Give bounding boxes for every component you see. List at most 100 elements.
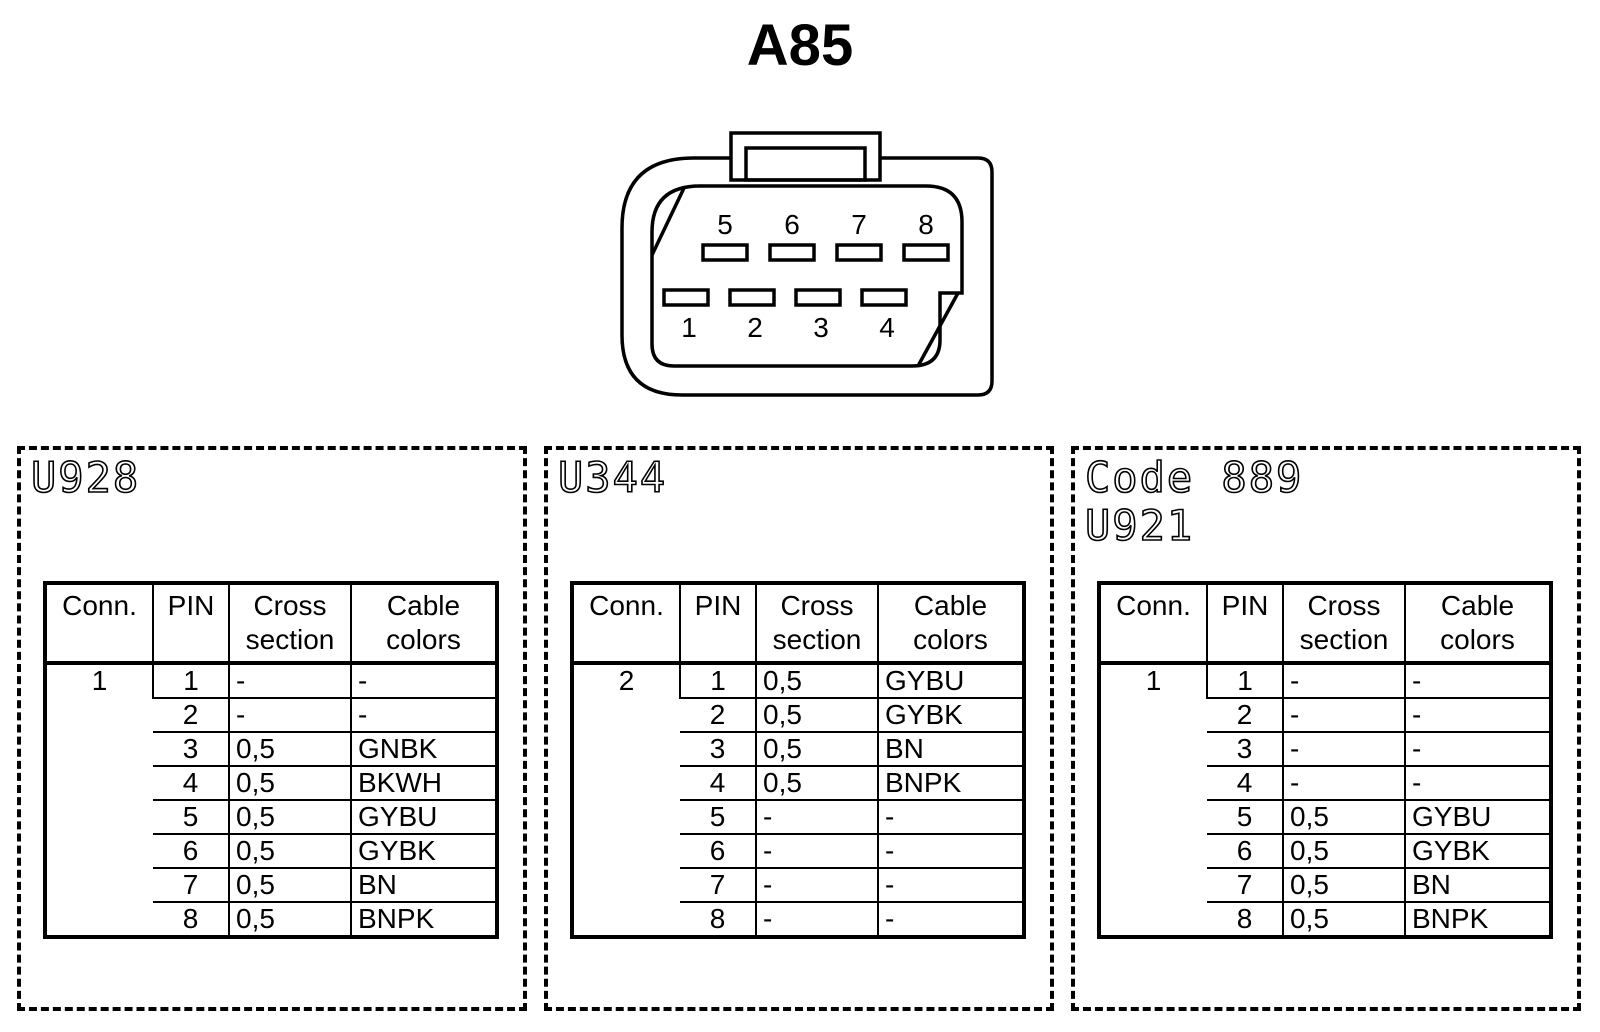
- cable-color-cell: -: [877, 800, 1024, 835]
- cable-color-cell: GYBK: [1404, 834, 1551, 869]
- cable-color-cell: -: [877, 902, 1024, 937]
- pin-cell: 1: [679, 663, 756, 699]
- cable-color-cell: -: [877, 834, 1024, 869]
- cable-color-cell: GYBK: [877, 698, 1024, 733]
- pin-number-7: 7: [851, 209, 867, 240]
- pin-slot-5: [701, 243, 749, 262]
- header-pin: PIN: [152, 583, 229, 665]
- cross-section-cell: -: [1282, 766, 1405, 801]
- pin-cell: 3: [680, 732, 756, 767]
- cross-section-cell: 0,5: [228, 800, 351, 835]
- header-pin: PIN: [1206, 583, 1283, 665]
- pin-number-2: 2: [747, 312, 763, 343]
- cross-section-cell: 0,5: [1282, 868, 1405, 903]
- pin-slot-1: [662, 288, 710, 307]
- table-row: 2--: [45, 698, 497, 733]
- housing-edge: [916, 292, 960, 367]
- cross-section-cell: 0,5: [228, 902, 351, 937]
- cross-section-cell: 0,5: [228, 834, 351, 869]
- cable-color-cell: GYBK: [350, 834, 497, 869]
- pin-cell: 2: [680, 698, 756, 733]
- cross-section-cell: 0,5: [1282, 834, 1405, 869]
- table-row: 5--: [572, 800, 1024, 835]
- cross-section-cell: -: [755, 834, 878, 869]
- cable-color-cell: -: [877, 868, 1024, 903]
- cross-section-cell: 0,5: [228, 732, 351, 767]
- table-row: 7--: [572, 868, 1024, 903]
- table-row: 6--: [572, 834, 1024, 869]
- pin-slot-6: [768, 243, 816, 262]
- pin-cell: 4: [1207, 766, 1283, 801]
- pin-cell: 7: [680, 868, 756, 903]
- connector-title: A85: [746, 13, 854, 78]
- cable-color-cell: GYBU: [1404, 800, 1551, 835]
- cross-section-cell: 0,5: [755, 698, 878, 733]
- variant-code-line: U344: [557, 453, 668, 503]
- cross-section-cell: -: [755, 902, 878, 937]
- pin-number-6: 6: [784, 209, 800, 240]
- cross-section-cell: 0,5: [755, 663, 878, 699]
- pin-cell: 4: [153, 766, 229, 801]
- cable-color-cell: -: [350, 663, 497, 699]
- pin-cell: 5: [1207, 800, 1283, 835]
- cable-color-cell: -: [1404, 663, 1551, 699]
- header-conn: Conn.: [1099, 583, 1207, 665]
- cross-section-cell: 0,5: [1282, 902, 1405, 937]
- table-row: 8--: [572, 902, 1024, 937]
- pin-cell: 6: [680, 834, 756, 869]
- pin-slot-2: [728, 288, 776, 307]
- pin-cell: 8: [1236, 903, 1253, 934]
- table-row: 2--: [1099, 698, 1551, 733]
- pin-cell: 4: [680, 766, 756, 801]
- cable-color-cell: -: [1404, 732, 1551, 767]
- pin-number-5: 5: [717, 209, 733, 240]
- header-pin: PIN: [679, 583, 756, 665]
- pin-cell: 8: [182, 903, 199, 934]
- connector-latch: [729, 131, 882, 182]
- cross-section-cell: 0,5: [228, 868, 351, 903]
- header-conn: Conn.: [572, 583, 680, 665]
- header-conn: Conn.: [45, 583, 153, 665]
- pin-slot-7: [835, 243, 883, 262]
- pin-cell: 5: [153, 800, 229, 835]
- cable-color-cell: BKWH: [350, 766, 497, 801]
- cross-section-cell: -: [755, 800, 878, 835]
- variant-code-label: U928: [30, 453, 140, 503]
- cable-color-cell: -: [1404, 698, 1551, 733]
- pin-slot-3: [794, 288, 842, 307]
- cross-section-cell: -: [1282, 732, 1405, 767]
- pin-cell: 3: [153, 732, 229, 767]
- variant-code-line: U921: [1084, 501, 1195, 551]
- cross-section-cell: -: [1282, 698, 1405, 733]
- cable-color-cell: BNPK: [1404, 902, 1551, 937]
- pin-number-3: 3: [813, 312, 829, 343]
- cable-color-cell: BN: [877, 732, 1024, 767]
- connector-cavity: [650, 184, 964, 368]
- variant-code-label: U344: [557, 453, 668, 503]
- pin-cell: 2: [1207, 698, 1283, 733]
- pin-slot-8: [902, 243, 950, 262]
- cable-color-cell: GNBK: [350, 732, 497, 767]
- pin-cell: 2: [153, 698, 229, 733]
- pin-cell: 7: [153, 868, 229, 903]
- pin-cell: 3: [1207, 732, 1283, 767]
